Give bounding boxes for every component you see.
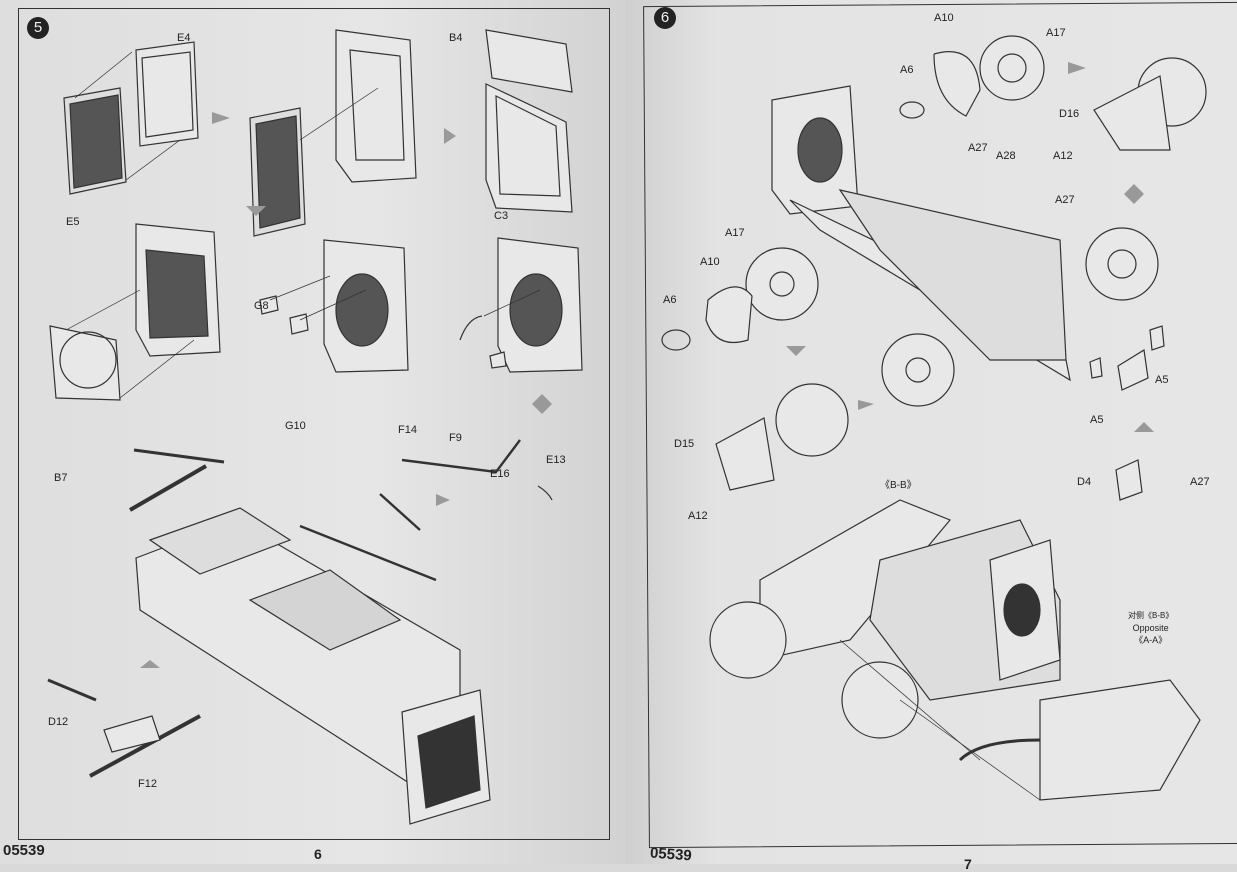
callout-b-b: 《B-B》 — [880, 480, 917, 491]
step-5-frame — [18, 8, 610, 840]
part-label-a5-bottom: A5 — [1090, 414, 1104, 426]
part-label-a17-left: A17 — [725, 227, 745, 239]
part-label-a27-b: A27 — [1055, 194, 1075, 206]
part-label-f14: F14 — [398, 424, 417, 436]
part-label-a28: A28 — [996, 150, 1016, 162]
part-label-d15: D15 — [674, 438, 695, 450]
radiator-core-e5 — [63, 87, 127, 195]
page-number-left: 6 — [314, 846, 322, 862]
part-label-c3: C3 — [494, 210, 509, 222]
part-label-a10-top: A10 — [934, 12, 954, 24]
part-label-e13: E13 — [546, 454, 566, 466]
step-5-badge: 5 — [27, 17, 49, 39]
part-label-a12-top: A12 — [1053, 150, 1073, 162]
part-label-e5: E5 — [66, 216, 80, 228]
kit-number-right: 05539 — [649, 844, 693, 865]
part-label-g8: G8 — [254, 300, 269, 312]
step-6-badge: 6 — [654, 7, 676, 29]
part-label-a6-top: A6 — [900, 64, 914, 76]
part-label-a6-left: A6 — [663, 294, 677, 306]
opposite-note-line3: 《A-A》 — [1134, 635, 1168, 645]
part-label-a27-c: A27 — [1190, 476, 1210, 488]
part-label-e4: E4 — [177, 32, 191, 44]
part-label-b7: B7 — [54, 472, 68, 484]
part-label-a17-top: A17 — [1046, 27, 1066, 39]
page-number-right: 7 — [964, 856, 972, 872]
part-label-a5-right: A5 — [1155, 374, 1169, 386]
part-label-a27-a: A27 — [968, 142, 988, 154]
kit-number-left: 05539 — [3, 842, 45, 859]
frame-e4 — [135, 41, 199, 147]
opposite-note-line1: 对侧《B-B》 — [1128, 611, 1174, 620]
part-label-g10: G10 — [285, 420, 306, 432]
part-label-d16: D16 — [1059, 108, 1080, 120]
part-label-d4: D4 — [1077, 476, 1092, 488]
part-label-f9: F9 — [449, 432, 462, 444]
part-label-a12-left: A12 — [688, 510, 708, 522]
part-label-e16: E16 — [490, 468, 510, 480]
part-label-a10-left: A10 — [700, 256, 720, 268]
part-label-d12: D12 — [48, 716, 69, 728]
opposite-note: 对侧《B-B》 Opposite 《A-A》 — [1128, 610, 1173, 646]
opposite-note-line2: Opposite — [1132, 623, 1169, 633]
part-label-f12: F12 — [138, 778, 157, 790]
part-label-b4: B4 — [449, 32, 463, 44]
